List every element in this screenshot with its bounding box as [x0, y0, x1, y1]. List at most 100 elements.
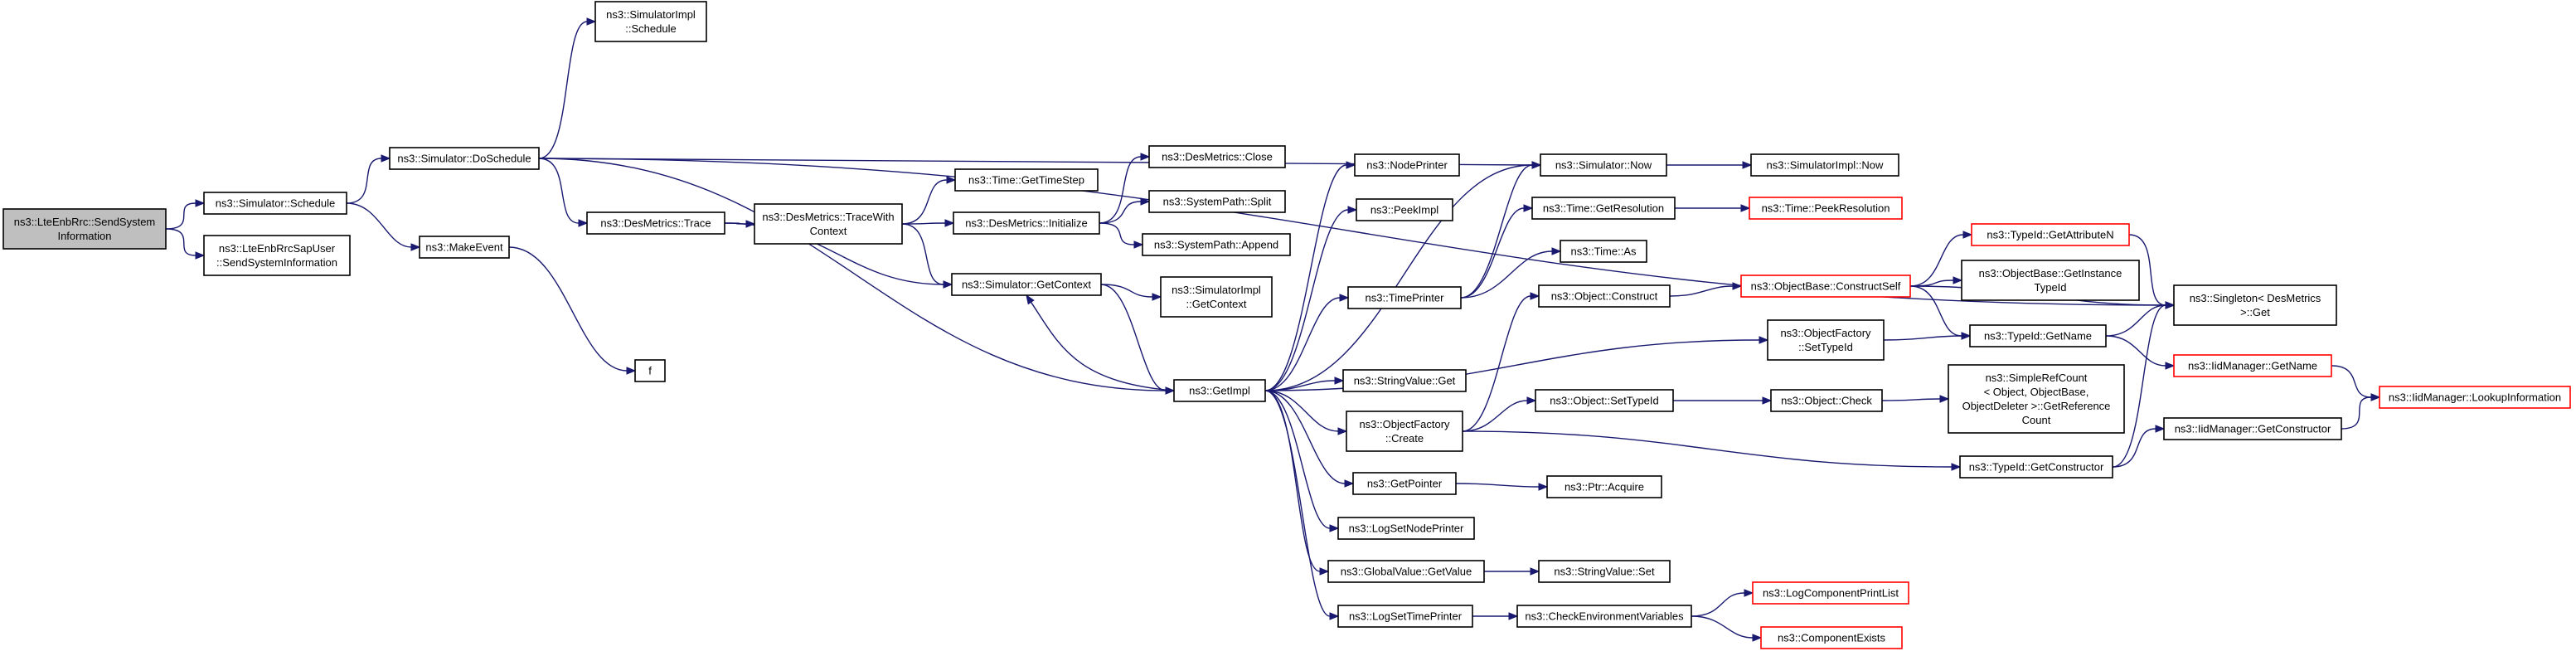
edge-arrowhead — [1531, 161, 1542, 169]
edge-getresolution-to-peekresolution — [1675, 204, 1751, 212]
node-constructself[interactable]: ns3::ObjectBase::ConstructSelf — [1740, 275, 1911, 298]
node-getcontext[interactable]: ns3::Simulator::GetContext — [951, 273, 1102, 296]
node-sim-schedule[interactable]: ns3::Simulator::Schedule — [203, 192, 347, 215]
node-peekimpl[interactable]: ns3::PeekImpl — [1356, 198, 1453, 221]
node-getpointer[interactable]: ns3::GetPointer — [1352, 472, 1457, 495]
node-box — [951, 273, 1102, 296]
node-time-as[interactable]: ns3::Time::As — [1560, 240, 1647, 263]
node-label: ns3::ObjectBase::GetInstance — [1979, 267, 2122, 279]
node-peekresolution[interactable]: ns3::Time::PeekResolution — [1749, 197, 1903, 220]
node-typeid-getconstructor[interactable]: ns3::TypeId::GetConstructor — [1959, 455, 2113, 479]
node-getresolution[interactable]: ns3::Time::GetResolution — [1531, 197, 1676, 220]
edge-line — [901, 223, 944, 285]
edge-line — [1264, 390, 1331, 617]
edge-arrowhead — [1337, 427, 1348, 435]
node-box — [1540, 153, 1667, 177]
node-box — [1356, 198, 1453, 221]
node-sapuser[interactable]: ns3::LteEnbRrcSapUser::SendSystemInforma… — [203, 235, 351, 276]
node-logsetnodeprinter[interactable]: ns3::LogSetNodePrinter — [1337, 517, 1475, 540]
node-label: ns3::DesMetrics::Trace — [600, 217, 711, 230]
node-label: ns3::Object::Construct — [1551, 290, 1658, 303]
edge-arrowhead — [1523, 204, 1534, 212]
edge-line — [1881, 398, 1941, 401]
node-label: ns3::DesMetrics::Close — [1162, 151, 1273, 163]
node-typeid-getname[interactable]: ns3::TypeId::GetName — [1969, 324, 2107, 347]
node-logsettimeprinter[interactable]: ns3::LogSetTimePrinter — [1337, 605, 1473, 628]
node-label: ns3::Object::SetTypeId — [1550, 395, 1659, 407]
node-path-append[interactable]: ns3::SystemPath::Append — [1142, 233, 1291, 256]
edge-globalvalue-get-to-stringvalue-set — [1484, 567, 1540, 576]
node-label: ObjectDeleter >::GetReference — [1962, 400, 2111, 412]
node-label: ns3::IidManager::LookupInformation — [2389, 391, 2561, 404]
node-object-check[interactable]: ns3::Object::Check — [1770, 389, 1883, 412]
edge-line — [1264, 390, 1339, 432]
node-ptr-acquire[interactable]: ns3::Ptr::Acquire — [1546, 475, 1662, 498]
node-simimpl-schedule[interactable]: ns3::SimulatorImpl::Schedule — [594, 1, 707, 42]
node-box — [1750, 153, 1899, 177]
node-object-construct[interactable]: ns3::Object::Construct — [1538, 284, 1671, 308]
node-f[interactable]: f — [634, 359, 666, 382]
node-label: ns3::GlobalValue::GetValue — [1341, 566, 1472, 578]
node-simimpl-now[interactable]: ns3::SimulatorImpl::Now — [1750, 153, 1899, 177]
edge-arrowhead — [943, 280, 953, 289]
edge-object-construct-to-constructself — [1669, 282, 1743, 297]
node-box — [953, 211, 1100, 235]
node-globalvalue-get[interactable]: ns3::GlobalValue::GetValue — [1327, 560, 1485, 583]
node-simimpl-getcontext[interactable]: ns3::SimulatorImpl::GetContext — [1160, 276, 1273, 318]
node-componentexists[interactable]: ns3::ComponentExists — [1760, 626, 1903, 649]
node-desmetrics-close[interactable]: ns3::DesMetrics::Close — [1148, 145, 1286, 168]
node-iidmanager-getconstructor[interactable]: ns3::IidManager::GetConstructor — [2163, 417, 2342, 440]
edge-line — [2105, 304, 2166, 337]
node-doschedule[interactable]: ns3::Simulator::DoSchedule — [389, 147, 540, 170]
node-objfactory-create[interactable]: ns3::ObjectFactory::Create — [1346, 411, 1463, 452]
node-logcomponentprintlist[interactable]: ns3::LogComponentPrintList — [1752, 581, 1909, 605]
edge-arrowhead — [1319, 567, 1330, 576]
edge-arrowhead — [1133, 241, 1144, 249]
node-box — [1546, 475, 1662, 498]
node-box — [1971, 223, 2130, 246]
edge-line — [1030, 301, 1175, 391]
edge-arrowhead — [2165, 362, 2176, 370]
node-getattributen[interactable]: ns3::TypeId::GetAttributeN — [1971, 223, 2130, 246]
node-singleton-get[interactable]: ns3::Singleton< DesMetrics>::Get — [2173, 284, 2337, 326]
edge-getimpl-to-peekimpl — [1264, 206, 1358, 391]
node-timeprinter[interactable]: ns3::TimePrinter — [1347, 286, 1462, 309]
node-checkenv[interactable]: ns3::CheckEnvironmentVariables — [1516, 605, 1692, 628]
node-lookupinformation[interactable]: ns3::IidManager::LookupInformation — [2379, 386, 2571, 409]
node-box — [1354, 153, 1460, 177]
node-desmetrics-trace[interactable]: ns3::DesMetrics::Trace — [586, 211, 725, 235]
node-label: ns3::SimpleRefCount — [1986, 372, 2088, 384]
edge-arrowhead — [1334, 377, 1345, 385]
node-simplerefcount[interactable]: ns3::SimpleRefCount< Object, ObjectBase,… — [1948, 364, 2125, 434]
node-stringvalue-set[interactable]: ns3::StringValue::Set — [1538, 560, 1671, 583]
node-label: ns3::ObjectBase::ConstructSelf — [1751, 280, 1901, 293]
node-objfactory-settypeid[interactable]: ns3::ObjectFactory::SetTypeId — [1767, 319, 1885, 361]
node-box — [1969, 324, 2107, 347]
node-label: ns3::ObjectFactory — [1359, 418, 1450, 430]
node-iidmanager-getname[interactable]: ns3::IidManager::GetName — [2173, 354, 2332, 377]
edge-getimpl-to-logsettimeprinter — [1264, 390, 1340, 620]
edge-arrowhead — [1026, 294, 1035, 305]
node-sim-now[interactable]: ns3::Simulator::Now — [1540, 153, 1667, 177]
node-path-split[interactable]: ns3::SystemPath::Split — [1148, 190, 1286, 213]
node-label: ns3::StringValue::Set — [1554, 566, 1655, 578]
node-label: ::SetTypeId — [1798, 341, 1853, 353]
edge-arrowhead — [195, 251, 206, 260]
node-box — [1767, 319, 1885, 361]
node-object-settypeid[interactable]: ns3::Object::SetTypeId — [1535, 389, 1674, 412]
node-root[interactable]: ns3::LteEnbRrc::SendSystemInformation — [2, 208, 167, 250]
node-label: ns3::Simulator::Now — [1555, 159, 1652, 172]
edge-arrowhead — [1508, 612, 1519, 620]
node-gettimestep[interactable]: ns3::Time::GetTimeStep — [954, 168, 1099, 192]
node-nodeprinter[interactable]: ns3::NodePrinter — [1354, 153, 1460, 177]
edge-line — [1691, 592, 1745, 617]
node-label: ns3::Time::PeekResolution — [1762, 202, 1890, 215]
node-label: ::SendSystemInformation — [216, 256, 337, 269]
node-getimpl[interactable]: ns3::GetImpl — [1173, 379, 1266, 402]
node-stringvalue-get[interactable]: ns3::StringValue::Get — [1342, 369, 1467, 392]
node-makeevent[interactable]: ns3::MakeEvent — [419, 236, 510, 259]
node-desmetrics-init[interactable]: ns3::DesMetrics::Initialize — [953, 211, 1100, 235]
